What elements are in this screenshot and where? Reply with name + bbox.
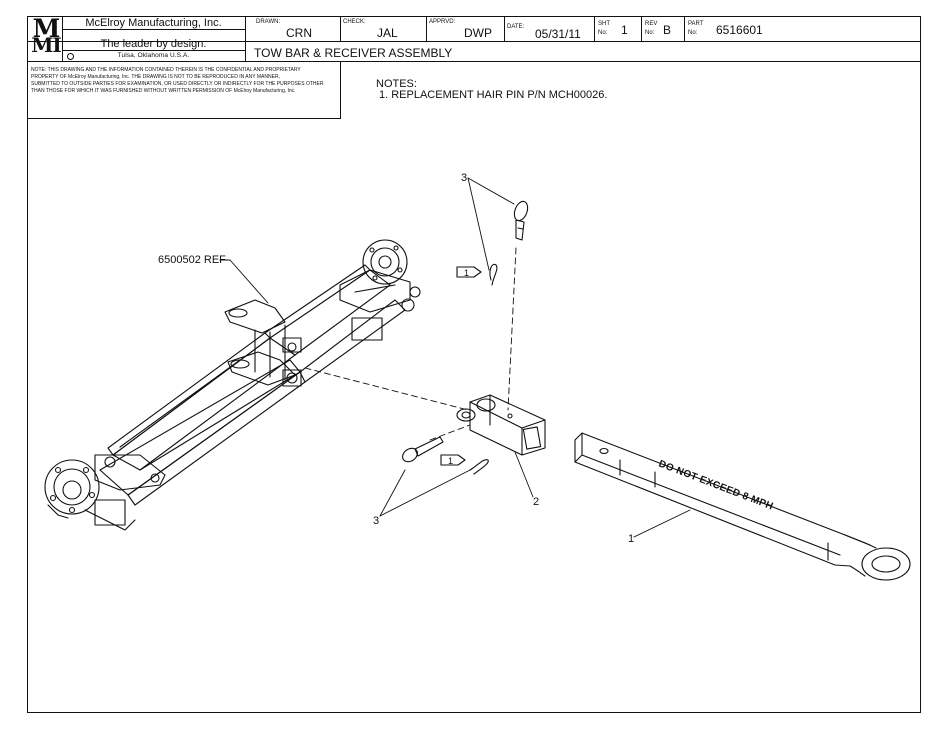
apprvd-value: DWP [464,26,492,40]
item-3-callout-top: 3 [461,172,467,184]
sht-value: 1 [621,23,628,37]
hair-pin-top [489,263,498,286]
note-flag-bottom [440,454,466,466]
tow-bar-stencil: DO NOT EXCEED 8 MPH [657,459,775,513]
part-label-2: No: [688,30,698,36]
assembly-lines [304,247,517,441]
date-label: DATE: [507,24,525,30]
logo-line-mi: MI [31,33,62,57]
axle-assembly [44,239,421,531]
note-1: 1. REPLACEMENT HAIR PIN P/N MCH00026. [379,89,608,101]
item-1-callout: 1 [628,533,634,545]
confidential-note: NOTE: THIS DRAWING AND THE INFORMATION C… [31,67,339,95]
drawing-sheet [27,16,921,713]
date-value: 05/31/11 [535,27,581,41]
circle-icon [67,53,74,60]
company-location: Tulsa, Oklahoma U.S.A. [117,52,190,59]
hair-pin-bottom [469,459,489,475]
company-tagline: The leader by design. [100,38,207,50]
apprvd-label: APPRVD: [429,19,456,25]
hitch-pin-bottom [402,436,444,463]
sht-label-2: No: [598,30,608,36]
confidential-line-2: PROPERTY OF McElroy Manufacturing, Inc. … [31,74,280,80]
note-flag-top-label: 1 [464,268,469,278]
confidential-line-1: NOTE: THIS DRAWING AND THE INFORMATION C… [31,67,301,73]
leader-lines [229,177,691,538]
sht-label-1: SHT [598,21,610,27]
note-flag-bottom-label: 1 [448,456,453,466]
tow-bar-part [574,432,911,581]
drawn-value: CRN [286,26,312,40]
receiver-part [456,394,546,456]
rev-label-2: No: [645,30,655,36]
confidential-line-4: THAN THOSE FOR WHICH IT WAS FURNISHED WI… [31,88,296,94]
notes-heading: NOTES: [376,78,417,90]
rev-value: B [663,23,672,37]
logo-line-m: M [32,14,61,43]
note-flag-top [456,266,482,278]
ref-callout: 6500502 REF [158,254,226,266]
part-value: 6516601 [716,23,763,37]
part-label-1: PART [688,21,704,27]
item-3-callout-bottom: 3 [373,515,379,527]
check-label: CHECK: [343,19,366,25]
rev-label-1: REV [645,21,658,27]
notes: NOTES: 1. REPLACEMENT HAIR PIN P/N MCH00… [376,79,607,101]
check-value: JAL [377,26,398,40]
company-name: McElroy Manufacturing, Inc. [85,17,222,29]
drawing-title: TOW BAR & RECEIVER ASSEMBLY [254,46,453,60]
item-2-callout: 2 [533,496,539,508]
hitch-pin-top [513,200,529,241]
confidential-line-3: SUBMITTED TO OUTSIDE PARTIES FOR EXAMINA… [31,81,324,87]
drawn-label: DRAWN: [256,19,281,25]
company-logo: M MI [31,14,62,57]
